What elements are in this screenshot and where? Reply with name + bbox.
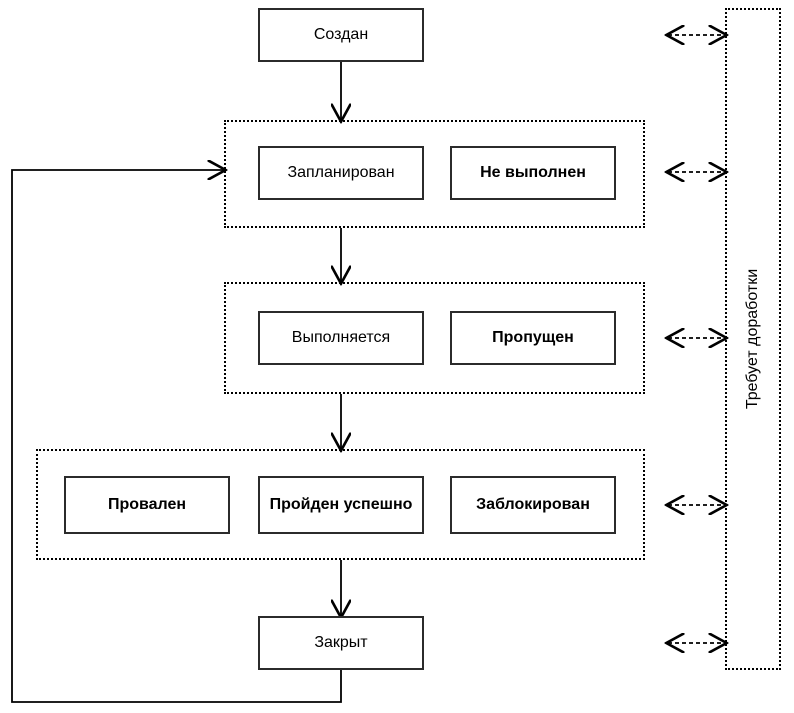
state-label-in-progress: Выполняется — [291, 329, 391, 346]
group-planned-states — [224, 120, 645, 228]
state-label-not-executed: Не выполнен — [480, 164, 586, 181]
rework-panel: Требует доработки — [725, 8, 781, 670]
connector-closed-feedback-loop — [11, 170, 342, 703]
state-node-planned[interactable]: Запланирован — [258, 146, 424, 200]
state-node-closed[interactable]: Закрыт — [258, 616, 424, 670]
state-node-in-progress[interactable]: Выполняется — [258, 311, 424, 365]
state-label-planned: Запланирован — [287, 164, 395, 181]
state-label-created: Создан — [313, 26, 369, 43]
state-label-skipped: Пропущен — [492, 329, 574, 346]
state-label-blocked: Заблокирован — [476, 496, 590, 513]
state-node-not-executed[interactable]: Не выполнен — [450, 146, 616, 200]
state-node-created[interactable]: Создан — [258, 8, 424, 62]
state-node-failed[interactable]: Провален — [64, 476, 230, 534]
group-in-progress-states — [224, 282, 645, 394]
state-node-skipped[interactable]: Пропущен — [450, 311, 616, 365]
state-label-passed: Пройден успешно — [269, 496, 413, 513]
rework-panel-label: Требует доработки — [744, 268, 761, 410]
state-node-passed[interactable]: Пройден успешно — [258, 476, 424, 534]
state-label-closed: Закрыт — [314, 634, 368, 651]
group-result-states — [36, 449, 645, 560]
state-node-blocked[interactable]: Заблокирован — [450, 476, 616, 534]
state-label-failed: Провален — [107, 496, 187, 513]
